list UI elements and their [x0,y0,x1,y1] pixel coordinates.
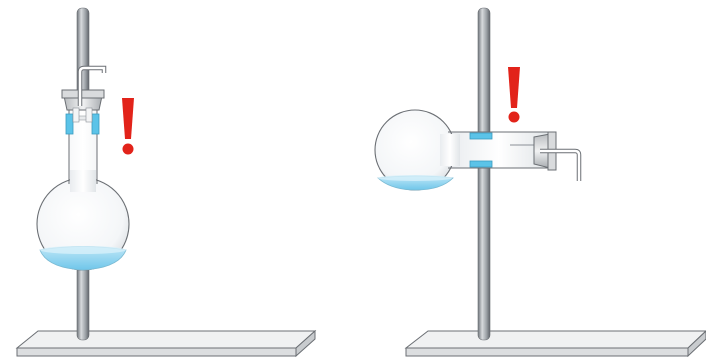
left-warning-mark: ! [0,0,1,1]
left-warning-icon [122,98,134,155]
right-stand-base [404,330,706,358]
right-flask [374,109,549,191]
right-warning-icon [508,67,520,123]
left-stand-base [15,329,317,358]
right-stand-rod [477,7,491,341]
left-setup: ! [0,0,317,358]
left-flask [36,103,130,271]
right-stopper [510,131,582,181]
right-clamp [469,132,493,168]
right-warning-mark: ! [0,0,1,1]
left-stopper [61,65,107,123]
